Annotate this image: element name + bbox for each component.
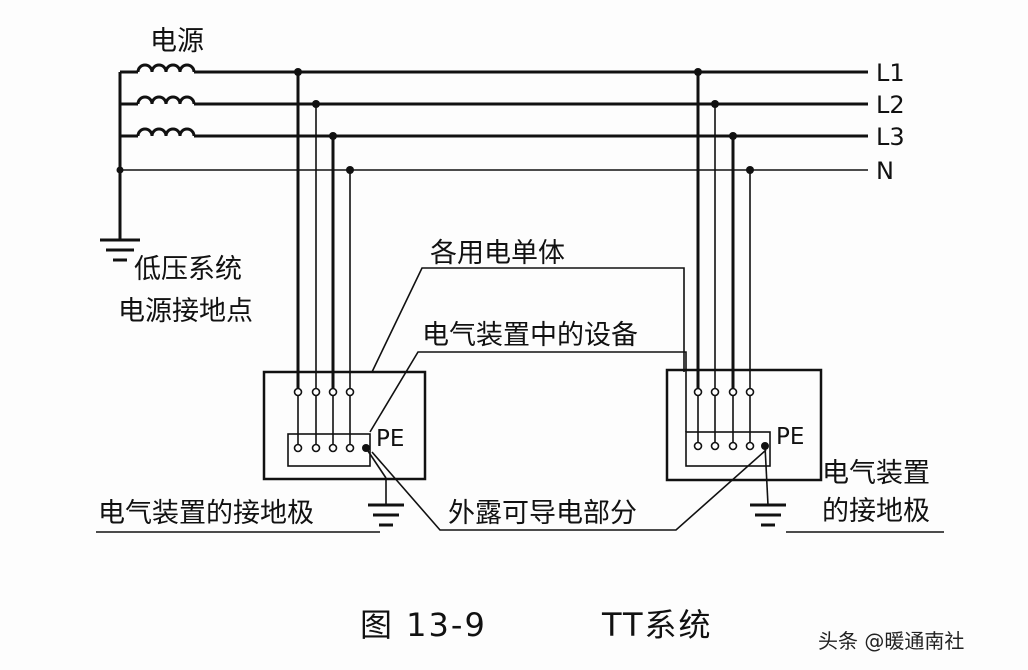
pe-label-right: PE: [776, 424, 804, 450]
source-ground-label-1: 低压系统: [134, 254, 242, 285]
coil-l1: [136, 63, 196, 73]
left-equipment-enclosure: [262, 370, 427, 481]
right-drops: [694, 68, 754, 446]
source-ground-icon: [100, 238, 140, 262]
coil-l2: [136, 95, 196, 105]
pe-label-left: PE: [376, 426, 404, 452]
line-label-n: N: [876, 157, 894, 185]
device-unit-label: 各用电单体: [430, 238, 565, 269]
right-ground-electrode-label-2: 的接地极: [822, 496, 930, 527]
source-ground-label-2: 电源接地点: [118, 296, 253, 327]
coil-l3: [136, 127, 196, 137]
left-ground-electrode-label: 电气装置的接地极: [98, 498, 314, 529]
right-terminals: [693, 387, 769, 451]
right-equipment-enclosure: [665, 368, 823, 482]
watermark: 头条 @暖通南社: [818, 629, 964, 653]
left-drops: [294, 68, 354, 448]
right-ground-electrode-label-1: 电气装置: [822, 458, 930, 489]
source-label: 电源: [150, 26, 204, 57]
leader-lines: [369, 267, 767, 531]
device-equipment-label: 电气装置中的设备: [422, 320, 638, 351]
left-terminals: [293, 387, 370, 453]
line-label-l2: L2: [876, 91, 905, 119]
line-label-l3: L3: [876, 123, 905, 151]
left-ground-icon: [368, 503, 404, 527]
left-terminal-block: [287, 433, 371, 467]
figure-title: TT系统: [601, 606, 713, 644]
right-terminal-block: [685, 431, 771, 467]
right-ground-icon: [750, 503, 786, 527]
line-label-l1: L1: [876, 59, 905, 87]
exposed-conductive-parts-label: 外露可导电部分: [448, 498, 637, 529]
figure-number: 图 13-9: [360, 606, 487, 644]
